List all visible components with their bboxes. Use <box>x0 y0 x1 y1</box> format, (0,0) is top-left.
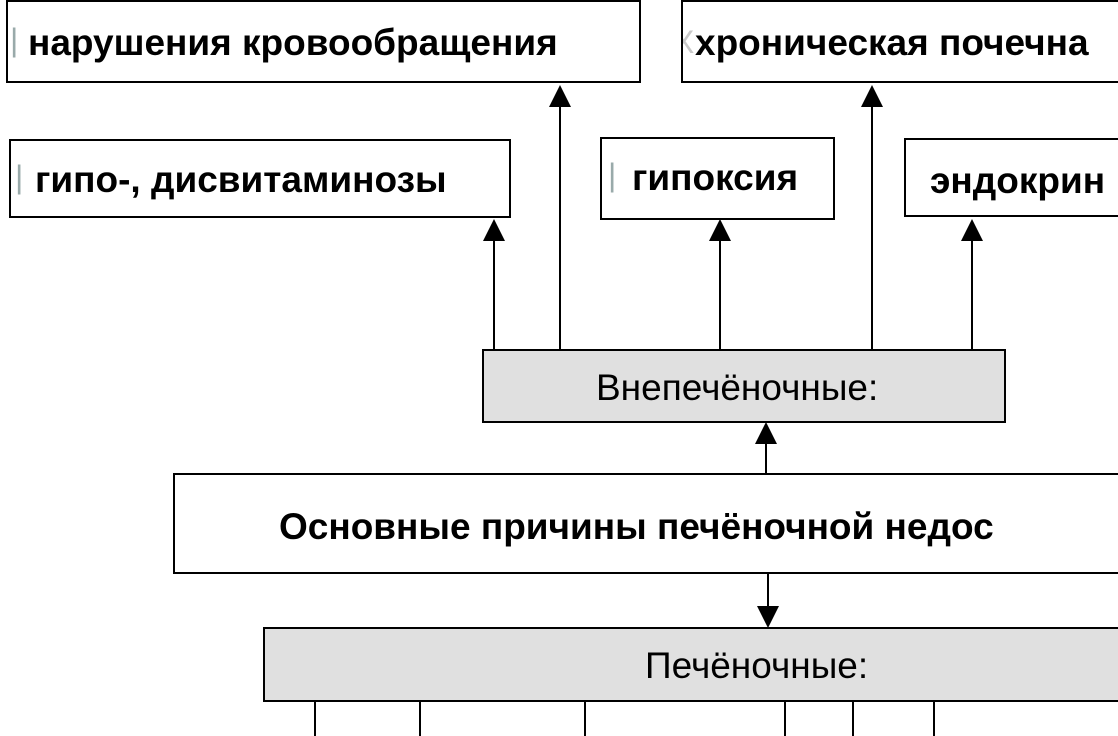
extrahepatic-box: Внепечёночные: <box>482 349 1006 423</box>
arrowhead-hepatic <box>757 606 779 628</box>
effect-box-hypovitaminosis: | гипо-, дисвитаминозы <box>9 139 511 218</box>
effect-label-circulation: нарушения кровообращения <box>28 22 558 63</box>
effect-box-hypoxia: | гипоксия <box>600 137 835 220</box>
arrowhead-hypovitaminosis <box>483 219 505 241</box>
effect-label-hypovitaminosis: гипо-, дисвитаминозы <box>35 159 447 200</box>
arrowhead-renal <box>861 85 883 107</box>
hepatic-label: Печёночные: <box>645 645 869 686</box>
list-marker-icon: | <box>15 159 24 195</box>
list-marker-icon: Х <box>683 24 694 61</box>
arrowhead-endocrine <box>961 219 983 241</box>
list-marker-icon: | <box>608 157 617 193</box>
effect-label-renal: хроническая почечна <box>695 22 1089 63</box>
arrowhead-circulation <box>549 85 571 107</box>
arrowhead-extrahepatic <box>755 422 777 444</box>
effect-box-endocrine: эндокрин <box>904 138 1118 217</box>
effect-box-renal: Х хроническая почечна <box>681 0 1118 83</box>
effect-box-circulation: | нарушения кровообращения <box>6 0 641 83</box>
arrowhead-hypoxia <box>709 219 731 241</box>
hepatic-box: Печёночные: <box>263 627 1118 702</box>
main-causes-title: Основные причины печёночной недос <box>279 506 994 547</box>
list-marker-icon: | <box>10 22 19 58</box>
effect-label-endocrine: эндокрин <box>930 160 1106 201</box>
extrahepatic-label: Внепечёночные: <box>596 367 879 408</box>
effect-label-hypoxia: гипоксия <box>632 157 799 198</box>
main-causes-box: Основные причины печёночной недос <box>173 473 1118 574</box>
